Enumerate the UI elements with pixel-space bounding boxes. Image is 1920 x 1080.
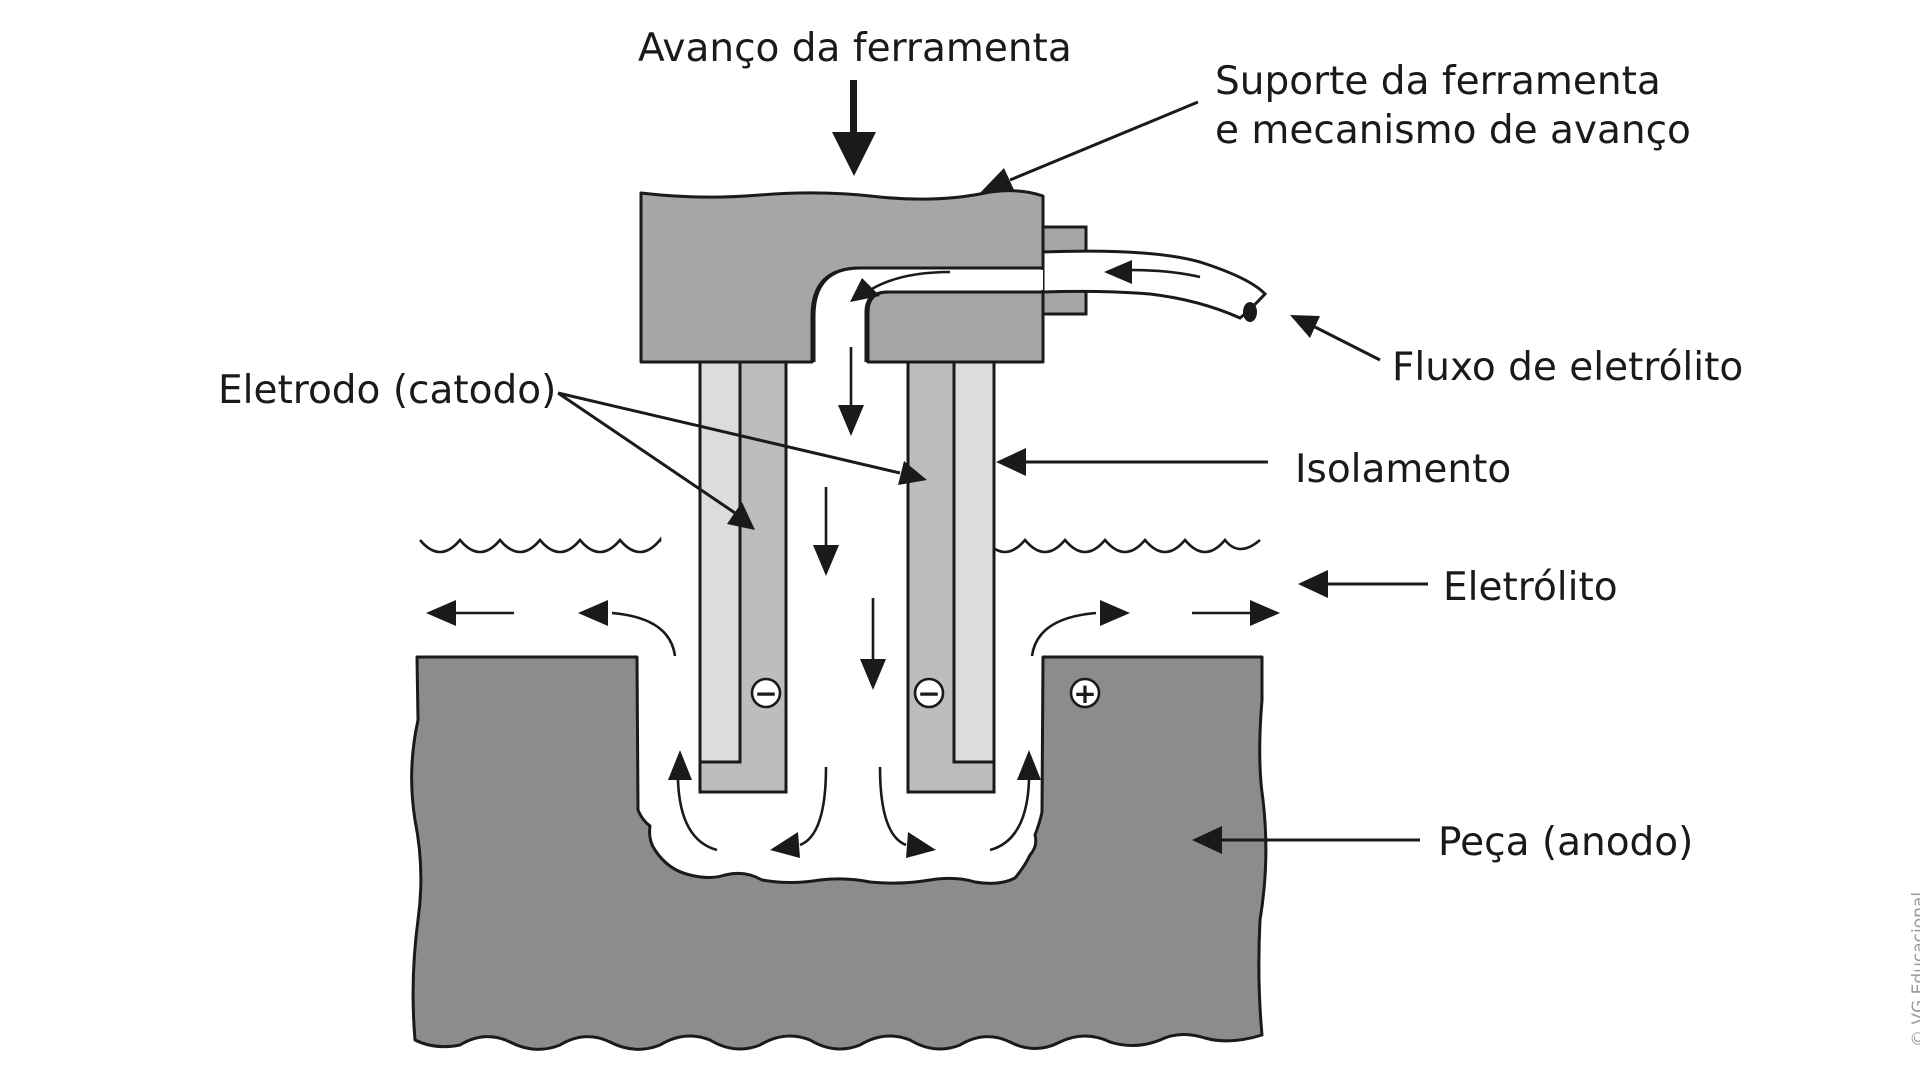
flow-arrow-down-2 [813, 487, 839, 576]
leader-electrolyte [1298, 570, 1428, 598]
flow-arrow-tube-2 [850, 270, 951, 302]
workpiece-anode [410, 655, 1268, 1051]
label-tool-holder-line1: Suporte da ferramenta [1215, 59, 1661, 104]
leader-insulation [996, 448, 1268, 476]
label-tool-holder-line2: e mecanismo de avanço [1215, 108, 1691, 153]
flow-arrow-bottom-1 [770, 766, 828, 858]
svg-text:+: + [1073, 677, 1096, 710]
label-electrode: Eletrodo (catodo) [218, 368, 556, 413]
electrolyte-surface-right [984, 537, 1261, 554]
leader-electrode-1 [557, 391, 755, 530]
copyright-text: © VG Educacional [1909, 892, 1920, 1047]
flow-arrow-tube-1 [1104, 260, 1201, 284]
anode-sign: + [1069, 677, 1101, 710]
svg-text:−: − [754, 677, 777, 710]
electrolyte-drip [1243, 302, 1257, 322]
flow-arrow-away-right [1192, 600, 1280, 626]
svg-text:−: − [917, 677, 940, 710]
label-electrolyte-flow: Fluxo de eletrólito [1392, 345, 1743, 390]
label-tool-feed: Avanço da ferramenta [638, 26, 1072, 71]
flow-arrow-exit-left [578, 600, 677, 657]
flow-arrow-up-right [989, 750, 1041, 852]
cathode-sign-right: − [913, 677, 945, 710]
label-workpiece: Peça (anodo) [1438, 820, 1693, 865]
flow-arrow-down-1 [838, 347, 864, 436]
leader-electrolyte-flow [1290, 315, 1381, 362]
cathode-sign-left: − [750, 677, 782, 710]
leader-tool-holder [980, 100, 1199, 193]
flow-arrow-up-left [668, 750, 718, 852]
tool-feed-arrow [832, 80, 876, 176]
flow-arrow-away-left [426, 600, 514, 626]
label-insulation: Isolamento [1295, 447, 1511, 492]
insulation-right [952, 360, 996, 764]
leader-electrode-2 [557, 391, 927, 485]
flow-arrow-exit-right [1030, 600, 1130, 657]
flow-arrow-bottom-2 [878, 766, 936, 858]
electrolyte-surface-left [419, 536, 662, 554]
insulation-left [698, 360, 742, 764]
flow-arrow-down-3 [860, 598, 886, 690]
leader-workpiece [1192, 826, 1420, 854]
label-electrolyte: Eletrólito [1443, 565, 1618, 610]
